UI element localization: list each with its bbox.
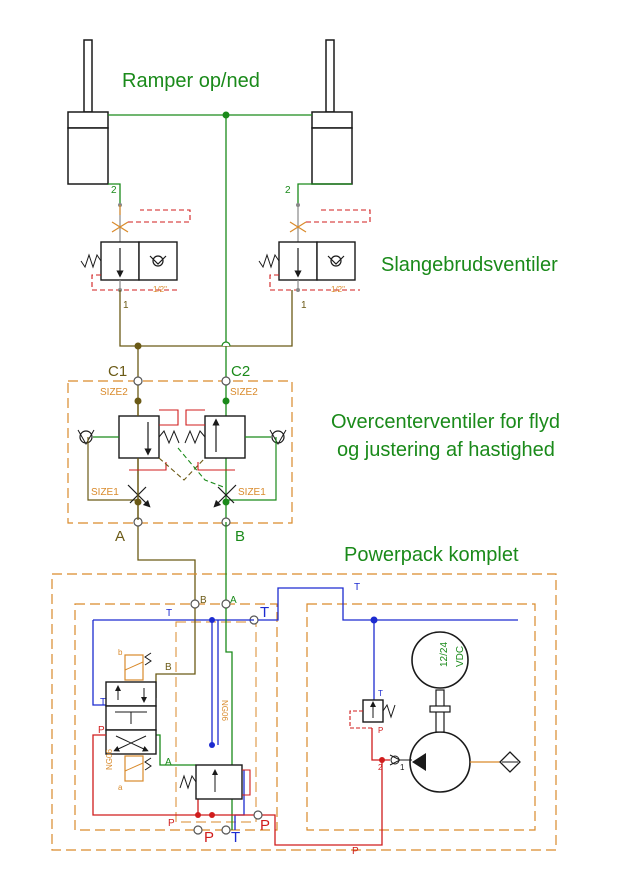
title-overcenter-1: Overcenterventiler for flyd <box>331 411 560 433</box>
port-p-right: P <box>260 817 270 834</box>
label-size1-left: SIZE1 <box>91 487 119 498</box>
manifold-block <box>74 603 278 831</box>
motor-voltage-1: 12/24 <box>439 642 450 667</box>
title-overcenter-2: og justering af hastighed <box>337 439 555 461</box>
port-c1: C1 <box>108 363 127 380</box>
port-p-outer: P <box>352 846 359 857</box>
port-b-inner: B <box>165 662 172 673</box>
label-ng06-left: NG06 <box>105 749 114 770</box>
relief-valve-manifold <box>179 764 251 800</box>
pilot-cross-1 <box>158 457 206 481</box>
port-t-dcv: T <box>100 697 106 708</box>
overcenter-valve-left <box>77 402 180 520</box>
junction-c1 <box>134 342 142 350</box>
port-t-pp: T <box>260 604 269 621</box>
label-half-inch-left: 1/2" <box>153 285 167 294</box>
port-t-bottom: T <box>231 829 240 846</box>
port-1-right: 1 <box>301 300 307 311</box>
ng06-subblock <box>175 621 257 823</box>
label-size2-right: SIZE2 <box>230 387 258 398</box>
port-a-inner: A <box>165 757 172 768</box>
check-valve-pump <box>389 754 412 766</box>
label-half-inch-right: 1/2" <box>331 285 345 294</box>
port-p-bottom: P <box>204 829 214 846</box>
relief-valve-pump <box>349 699 396 729</box>
overcenter-block <box>67 380 293 524</box>
overcenter-valve-right <box>184 409 287 508</box>
cylinder-left <box>67 39 109 185</box>
port-p-inner: P <box>168 818 175 829</box>
line-cylinder-ports <box>108 183 352 205</box>
port-t-outer: T <box>354 582 360 593</box>
hydraulic-pump <box>409 689 500 793</box>
label-b-lower: b <box>118 648 123 657</box>
port-2-pump: 2 <box>378 763 383 772</box>
directional-valve <box>105 652 157 782</box>
title-ramper: Ramper op/ned <box>122 70 260 92</box>
label-size1-right: SIZE1 <box>238 487 266 498</box>
junction-top <box>222 111 230 119</box>
motor-pump-block <box>306 603 536 831</box>
cylinder-right <box>311 39 353 185</box>
port-a-pp: A <box>230 595 237 606</box>
port-a-top: A <box>115 528 125 545</box>
title-slangebrud: Slangebrudsventiler <box>381 254 558 276</box>
label-size2-left: SIZE2 <box>100 387 128 398</box>
port-b-pp: B <box>200 595 207 606</box>
label-a-lower: a <box>118 783 123 792</box>
port-t-inner: T <box>166 608 172 619</box>
port-1-left: 1 <box>123 300 129 311</box>
hose-break-valve-left <box>80 203 191 292</box>
title-powerpack: Powerpack komplet <box>344 544 519 566</box>
port-1-pump: 1 <box>400 763 405 772</box>
label-ng06-right: NG06 <box>220 700 229 721</box>
filter <box>499 751 521 773</box>
port-p-dcv: P <box>98 725 105 736</box>
port-2-left: 2 <box>111 185 117 196</box>
hose-break-valve-right <box>258 203 371 292</box>
electric-motor <box>411 631 469 689</box>
port-p-relief: P <box>378 726 383 735</box>
port-2-right: 2 <box>285 185 291 196</box>
port-c2: C2 <box>231 363 250 380</box>
pilot-cross-2 <box>177 447 227 489</box>
port-t-relief: T <box>378 689 383 698</box>
port-b-top: B <box>235 528 245 545</box>
motor-voltage-2: VDC <box>455 646 466 667</box>
tank-lines <box>92 587 518 830</box>
